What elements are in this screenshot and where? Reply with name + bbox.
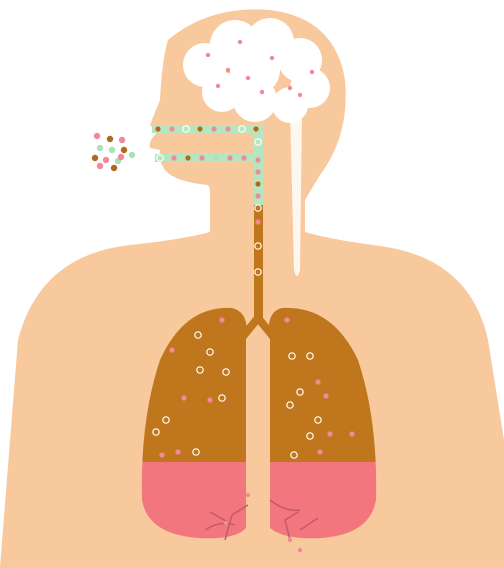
oral-passage (155, 154, 255, 162)
particle-pink (169, 126, 174, 131)
particle-pink (97, 163, 103, 169)
particle-brown (155, 126, 160, 131)
particle-pink (225, 126, 230, 131)
particle-pink (94, 133, 100, 139)
particle-pink (317, 449, 322, 454)
particle-green (213, 155, 218, 160)
particle-pink (224, 521, 228, 525)
particle-brown (255, 181, 260, 186)
particle-green (109, 147, 115, 153)
particle-brown (185, 155, 190, 160)
particle-pink (216, 84, 220, 88)
particle-pink (284, 317, 289, 322)
particle-pink (260, 90, 264, 94)
particle-pink (255, 157, 260, 162)
particle-brown (197, 126, 202, 131)
particle-pink (298, 548, 302, 552)
particle-pink (315, 379, 320, 384)
particle-pink (199, 155, 204, 160)
particle-brown (253, 126, 258, 131)
particle-pink (255, 169, 260, 174)
particle-pink (241, 155, 246, 160)
particle-pink (206, 53, 210, 57)
torso (0, 230, 504, 567)
particle-pink (219, 317, 224, 322)
particle-brown (92, 155, 98, 161)
particle-pink (211, 126, 216, 131)
particle-pink (288, 538, 292, 542)
particle-pink (159, 452, 164, 457)
particle-pink (327, 431, 332, 436)
particle-pink (270, 56, 274, 60)
particle-pink (226, 68, 230, 72)
particle-pink (171, 155, 176, 160)
particle-pink (349, 431, 354, 436)
particle-pink (310, 70, 314, 74)
particle-pink (288, 86, 292, 90)
particle-pink (118, 154, 124, 160)
particle-brown (121, 147, 127, 153)
particle-pink (246, 76, 250, 80)
particle-pink (238, 40, 242, 44)
particle-pink (181, 395, 186, 400)
particle-pink (255, 219, 260, 224)
particle-pink (246, 493, 250, 497)
particle-pink (119, 137, 125, 143)
particle-pink (227, 155, 232, 160)
particle-pink (255, 193, 260, 198)
particle-pink (169, 347, 174, 352)
particle-green (97, 145, 103, 151)
particle-pink (175, 449, 180, 454)
particle-pink (207, 397, 212, 402)
particle-pink (323, 393, 328, 398)
particle-green (129, 152, 135, 158)
particle-brown (107, 136, 113, 142)
particle-pink (298, 93, 302, 97)
particle-pink (103, 157, 109, 163)
particle-brown (111, 165, 117, 171)
